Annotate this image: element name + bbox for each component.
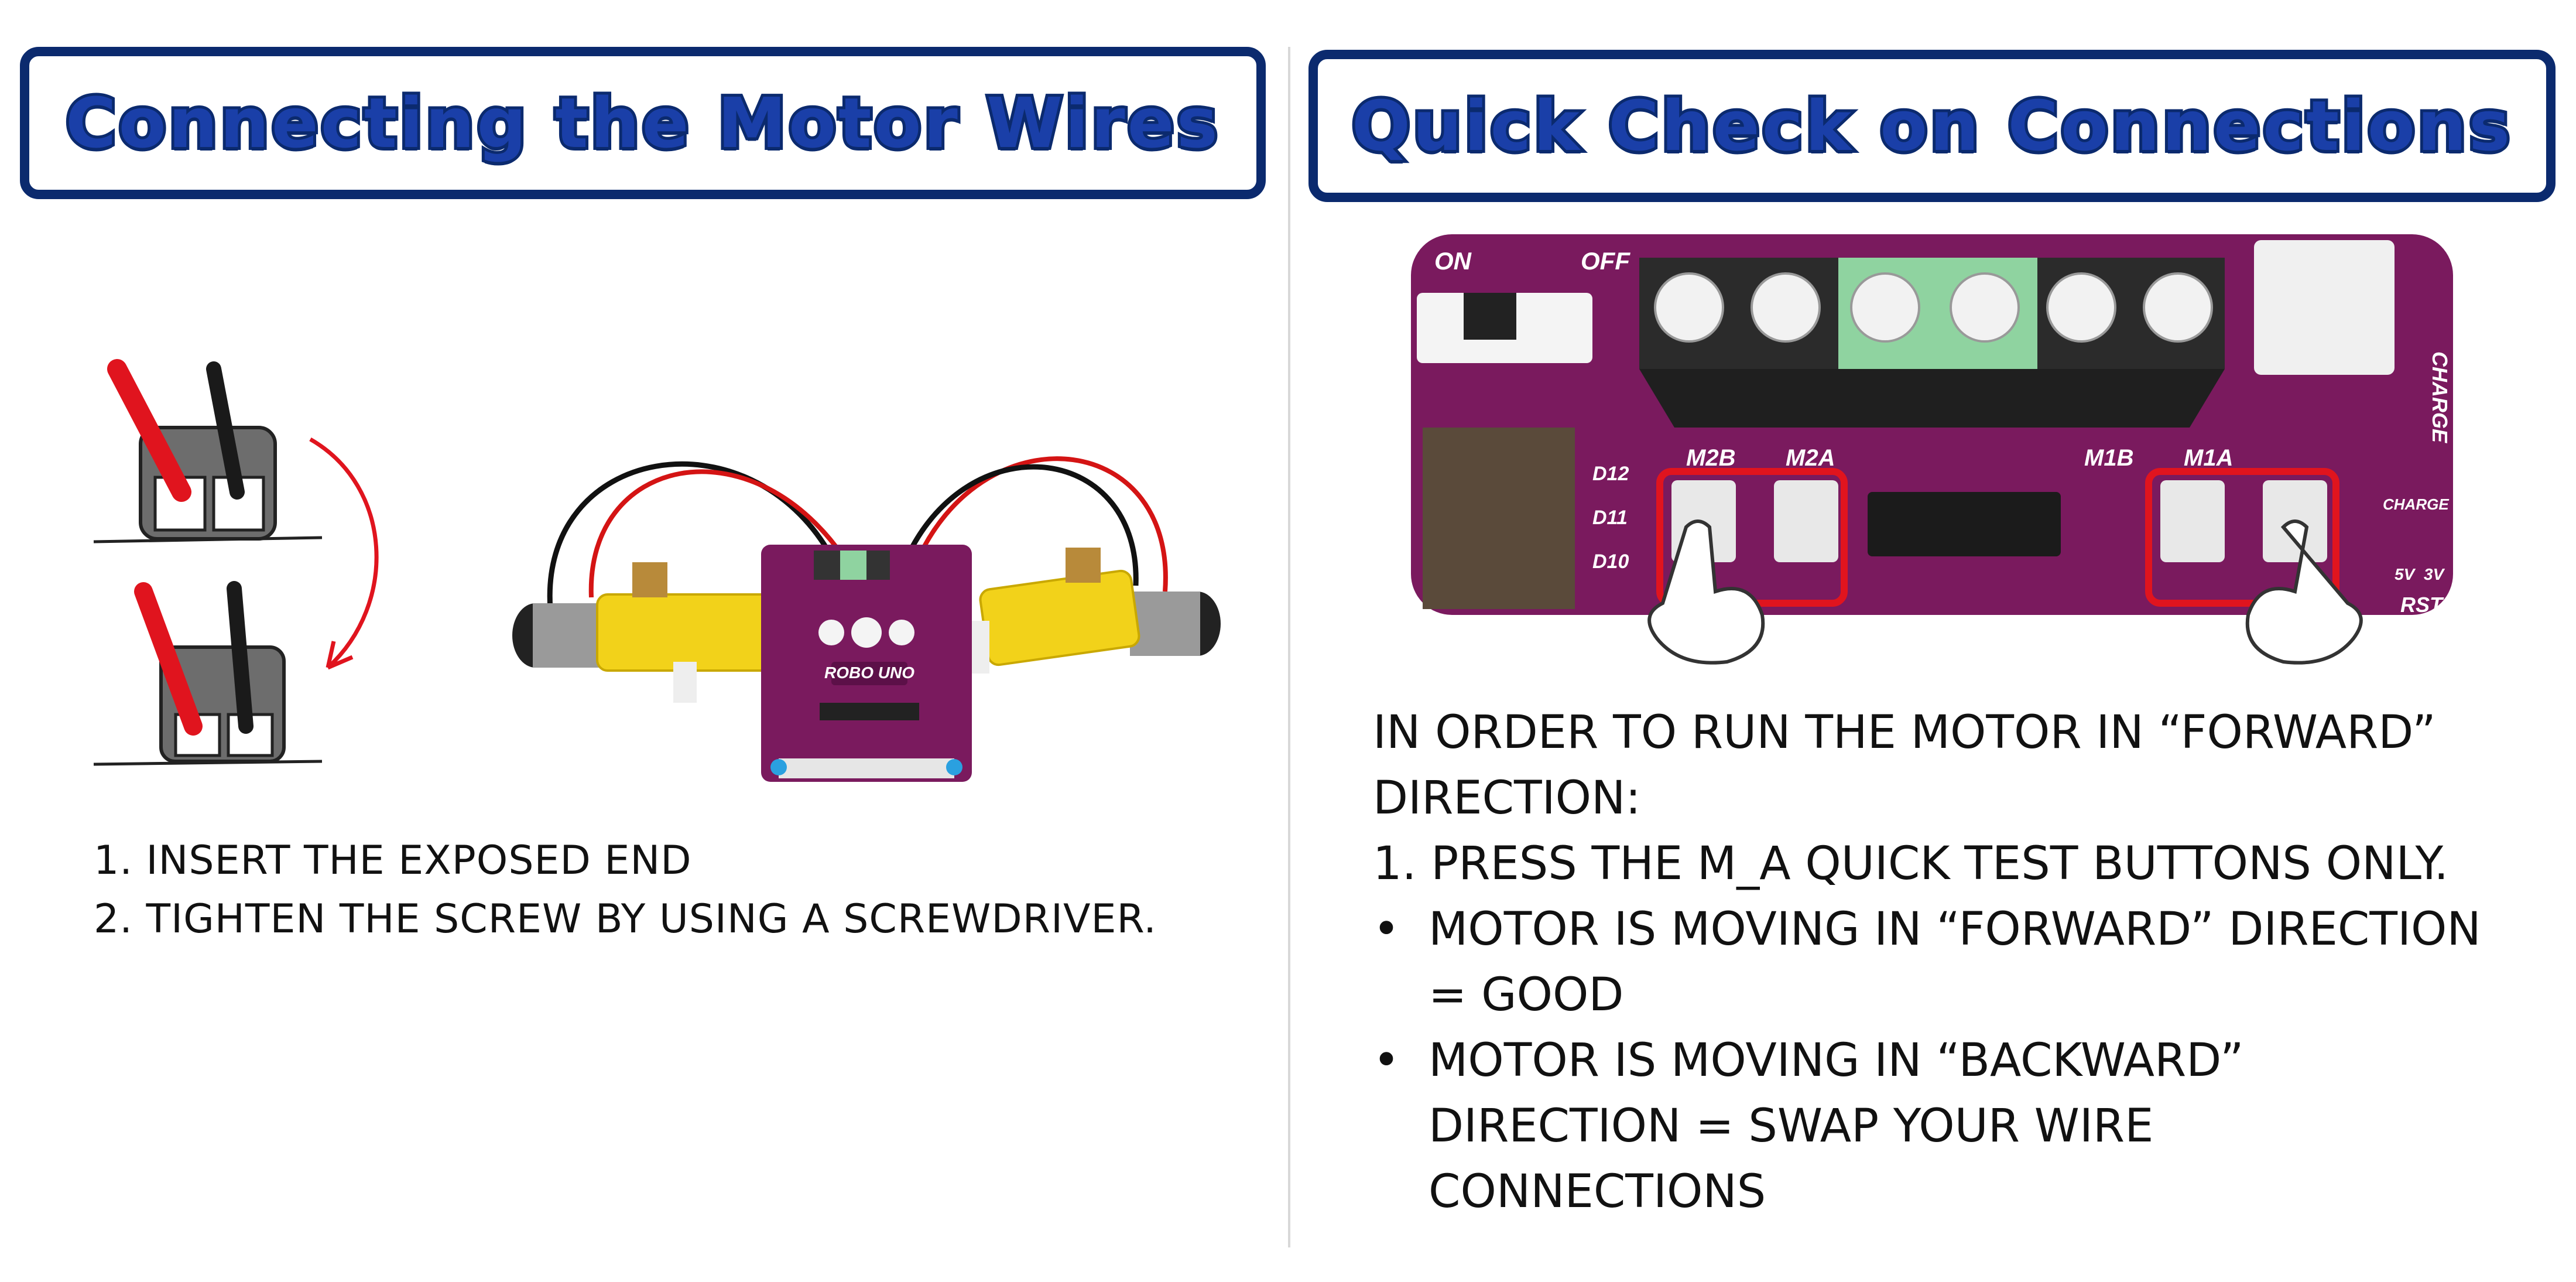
label-d10: D10 <box>1592 551 1629 573</box>
label-on: ON <box>1434 247 1472 275</box>
bullet-forward-line-2: = good <box>1429 969 1624 1021</box>
label-d12: D12 <box>1592 463 1629 485</box>
driver-chip <box>1868 492 2061 556</box>
pointing-hand-icon-2 <box>2245 519 2363 665</box>
left-panel: Connecting the Motor Wires <box>0 0 1282 1282</box>
label-m1a: M1A <box>2184 445 2233 471</box>
board-label: ROBO UNO <box>824 664 914 682</box>
step-1: 1. Insert the exposed end <box>94 837 692 884</box>
left-title-box: Connecting the Motor Wires <box>20 47 1266 199</box>
label-m2a: M2A <box>1786 445 1835 471</box>
step-2: 2. Tighten the screw by using a screwdri… <box>94 896 1157 942</box>
terminal-top-sketch <box>93 359 323 543</box>
terminal-block <box>1639 258 2225 428</box>
m1b-button <box>2160 480 2225 562</box>
pointing-hand-icon <box>1647 519 1765 665</box>
wire-insertion-illustration <box>93 359 379 766</box>
label-5v: 5V <box>2395 565 2416 583</box>
terminal-bottom-sketch <box>93 581 323 766</box>
highlight-m1-buttons <box>2145 468 2339 607</box>
left-steps: 1. Insert the exposed end 2. Tighten the… <box>94 832 1157 949</box>
power-switch: ON OFF <box>1417 247 1630 363</box>
label-d11: D11 <box>1592 507 1628 529</box>
board-closeup-photo: ON OFF CHARGE D12 D11 D10 M2B M2A M1B M1… <box>1411 234 2453 665</box>
bullet-backward-line-3: connections <box>1429 1165 1766 1218</box>
label-m2b: M2B <box>1686 445 1735 471</box>
instruction-step-1: 1. Press the M_A quick test buttons only… <box>1373 837 2449 890</box>
label-rst: RST <box>2400 593 2444 617</box>
m2a-button <box>1774 480 1838 562</box>
left-title: Connecting the Motor Wires <box>63 80 1221 166</box>
motors-and-board-photo: ROBO UNO <box>512 456 1221 782</box>
robo-uno-board: ROBO UNO <box>761 545 972 782</box>
intro-line-1: In order to run the motor in “forward” <box>1373 706 2436 759</box>
intro-line-2: direction: <box>1373 772 1641 825</box>
bullet-forward: • Motor is moving in “forward” direction… <box>1373 897 2561 1028</box>
bullet-backward: • Motor is moving in “backward” directio… <box>1373 1028 2561 1225</box>
left-motor <box>512 562 790 703</box>
right-panel: Quick Check on Connections ON OFF CHARGE <box>1294 0 2576 1282</box>
curved-arrow-icon <box>309 437 379 669</box>
label-off: OFF <box>1581 247 1630 275</box>
bullet-backward-line-2: direction = swap your wire <box>1429 1100 2154 1153</box>
charge-connector <box>2254 240 2395 375</box>
right-instructions: In order to run the motor in “forward” d… <box>1373 700 2561 1225</box>
label-3v: 3V <box>2424 565 2445 583</box>
label-charge-led: CHARGE <box>2383 495 2449 513</box>
right-motor <box>966 548 1221 674</box>
bullet-forward-line-1: Motor is moving in “forward” direction <box>1429 903 2481 956</box>
bullet-dot: • <box>1373 903 1400 956</box>
right-title-box: Quick Check on Connections <box>1308 50 2556 202</box>
bullet-backward-line-1: Motor is moving in “backward” <box>1429 1034 2244 1087</box>
bullet-dot: • <box>1373 1034 1400 1087</box>
pin-headers <box>1423 428 1575 609</box>
panel-divider <box>1288 47 1290 1247</box>
right-title: Quick Check on Connections <box>1349 83 2513 169</box>
label-m1b: M1B <box>2084 445 2133 471</box>
label-charge: CHARGE <box>2428 351 2452 443</box>
